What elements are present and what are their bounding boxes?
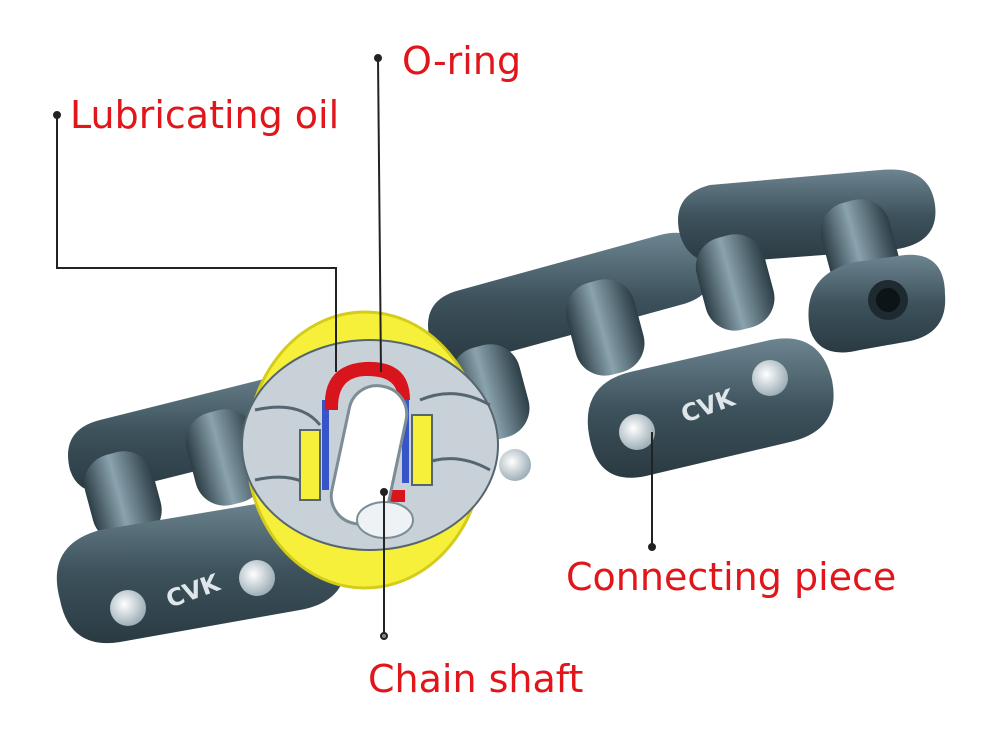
o-ring-seal bbox=[324, 361, 410, 410]
leader-lines bbox=[53, 54, 656, 640]
leader-o-ring bbox=[377, 57, 382, 373]
label-o-ring: O-ring bbox=[402, 39, 522, 83]
leader-lubricating-oil bbox=[56, 115, 337, 372]
oil-layer bbox=[322, 400, 329, 490]
label-connecting-piece: Connecting piece bbox=[566, 555, 897, 599]
pin-heads bbox=[110, 280, 908, 626]
chain-shaft bbox=[329, 384, 409, 526]
label-lubricating-oil: Lubricating oil bbox=[70, 93, 340, 137]
label-chain-shaft: Chain shaft bbox=[368, 657, 584, 701]
cutaway-section bbox=[241, 310, 499, 590]
